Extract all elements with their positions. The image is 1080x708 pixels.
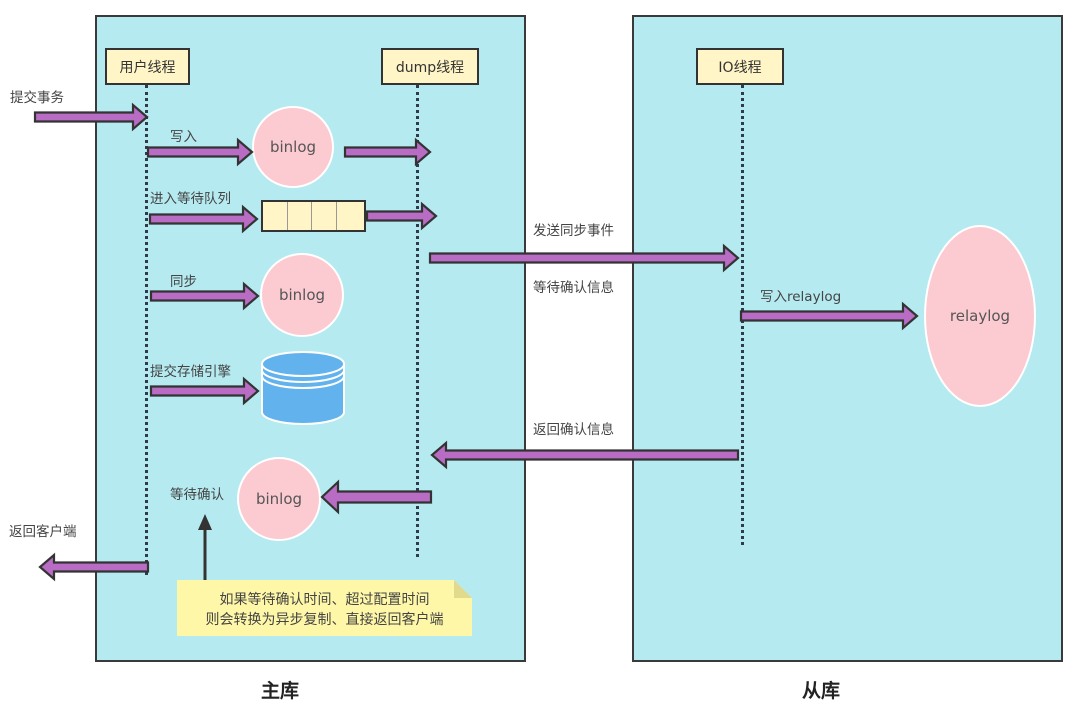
storage-engine-icon	[261, 351, 345, 425]
user-thread-box: 用户线程	[105, 48, 190, 85]
dump-thread-lifeline	[416, 85, 419, 557]
note-line-2: 则会转换为异步复制、直接返回客户端	[205, 612, 444, 628]
label-sync: 同步	[170, 274, 197, 290]
label-commit-transaction: 提交事务	[10, 90, 64, 106]
queue-cell	[288, 202, 313, 230]
arrow-return-ack	[430, 440, 740, 470]
flow-arrows	[33, 102, 919, 582]
io-thread-box: IO线程	[696, 48, 784, 85]
arrow-commit-engine	[149, 376, 260, 406]
label-write: 写入	[170, 129, 197, 145]
user-thread-lifeline	[145, 85, 148, 575]
queue-cell	[312, 202, 337, 230]
note-text: 如果等待确认时间、超过配置时间 则会转换为异步复制、直接返回客户端	[177, 590, 472, 630]
dump-thread-box: dump线程	[381, 48, 479, 85]
label-return-ack: 返回确认信息	[533, 422, 614, 438]
arrow-binlog-to-dump	[343, 137, 432, 167]
arrow-write-relaylog	[739, 301, 919, 331]
slave-caption: 从库	[802, 680, 841, 702]
arrow-dump-to-binlog-wait	[320, 479, 433, 515]
note-pointer-arrow	[198, 514, 212, 580]
label-wait-ack: 等待确认	[170, 487, 224, 503]
arrow-enter-queue	[148, 204, 259, 234]
binlog-node-write: binlog	[252, 106, 334, 188]
label-write-relaylog: 写入relaylog	[760, 289, 842, 305]
label-send-sync-event: 发送同步事件	[533, 223, 614, 239]
arrow-commit-transaction	[33, 102, 149, 132]
label-commit-engine: 提交存储引擎	[150, 364, 231, 380]
timeout-note	[177, 580, 472, 636]
arrow-send-sync-event	[428, 243, 740, 273]
label-wait-ack-info: 等待确认信息	[533, 280, 614, 296]
binlog-node-sync: binlog	[260, 253, 344, 337]
master-caption: 主库	[261, 680, 300, 702]
label-enter-queue: 进入等待队列	[150, 191, 231, 207]
arrow-sync-binlog	[149, 281, 260, 311]
arrow-return-client	[38, 552, 150, 582]
binlog-node-wait: binlog	[237, 457, 321, 541]
arrow-queue-to-dump	[365, 201, 438, 231]
label-return-client: 返回客户端	[9, 524, 77, 540]
relaylog-node: relaylog	[924, 225, 1036, 407]
note-line-1: 如果等待确认时间、超过配置时间	[219, 592, 430, 608]
arrow-write-binlog	[146, 137, 254, 167]
queue-cell	[263, 202, 288, 230]
wait-queue	[261, 200, 366, 232]
